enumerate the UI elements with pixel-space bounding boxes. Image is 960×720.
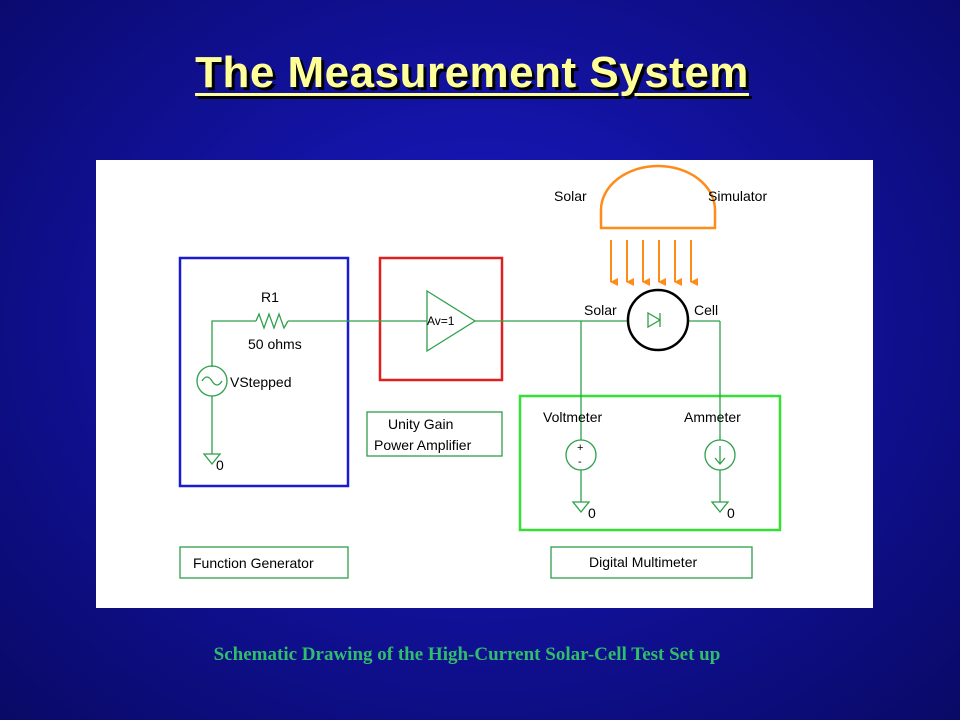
voltmeter-label: Voltmeter bbox=[543, 409, 602, 425]
resistor-value: 50 ohms bbox=[248, 336, 302, 352]
amplifier-caption-line2: Power Amplifier bbox=[374, 437, 472, 453]
schematic-diagram: Solar Simulator bbox=[178, 164, 782, 579]
function-generator-box bbox=[178, 256, 350, 488]
ground-icon bbox=[202, 453, 222, 466]
solar-cell-label-right: Cell bbox=[694, 302, 718, 318]
ground-label: 0 bbox=[588, 505, 596, 521]
slide-caption: Schematic Drawing of the High-Current So… bbox=[213, 644, 721, 665]
amplifier-box bbox=[378, 256, 504, 382]
function-generator-caption-box bbox=[179, 546, 349, 579]
amplifier-caption-line1: Unity Gain bbox=[388, 416, 453, 432]
solar-simulator-label-right: Simulator bbox=[708, 188, 767, 204]
voltmeter-plus-icon: + bbox=[577, 442, 583, 454]
function-generator-caption: Function Generator bbox=[193, 555, 314, 571]
solar-simulator-dome bbox=[599, 164, 717, 230]
multimeter-caption-box bbox=[550, 546, 753, 579]
ammeter-icon bbox=[704, 439, 736, 471]
source-name: VStepped bbox=[230, 374, 292, 390]
solar-simulator-label-left: Solar bbox=[554, 188, 587, 204]
circuit-wires bbox=[211, 320, 721, 502]
solar-cell-icon bbox=[626, 288, 690, 352]
voltmeter-icon bbox=[565, 439, 597, 471]
ground-icon bbox=[710, 501, 730, 514]
voltmeter-minus-icon: - bbox=[578, 456, 582, 468]
ground-icon bbox=[571, 501, 591, 514]
ac-source-icon bbox=[196, 365, 228, 397]
amplifier-gain-label: Av=1 bbox=[427, 314, 455, 328]
light-rays bbox=[610, 240, 698, 286]
solar-cell-label-left: Solar bbox=[584, 302, 617, 318]
ground-label: 0 bbox=[727, 505, 735, 521]
ground-label: 0 bbox=[216, 457, 224, 473]
slide-title: The Measurement System bbox=[195, 48, 749, 97]
amplifier-caption-box bbox=[366, 411, 503, 457]
diode-icon bbox=[647, 311, 662, 329]
ammeter-label: Ammeter bbox=[684, 409, 741, 425]
schematic-panel: Solar Simulator bbox=[96, 160, 873, 608]
multimeter-caption: Digital Multimeter bbox=[589, 554, 697, 570]
multimeter-box bbox=[518, 394, 782, 532]
ammeter-arrowhead-icon bbox=[714, 457, 726, 466]
amplifier-triangle-icon bbox=[426, 289, 477, 353]
sine-wave-icon bbox=[201, 376, 223, 386]
resistor-r1 bbox=[255, 312, 289, 330]
resistor-name: R1 bbox=[261, 289, 279, 305]
